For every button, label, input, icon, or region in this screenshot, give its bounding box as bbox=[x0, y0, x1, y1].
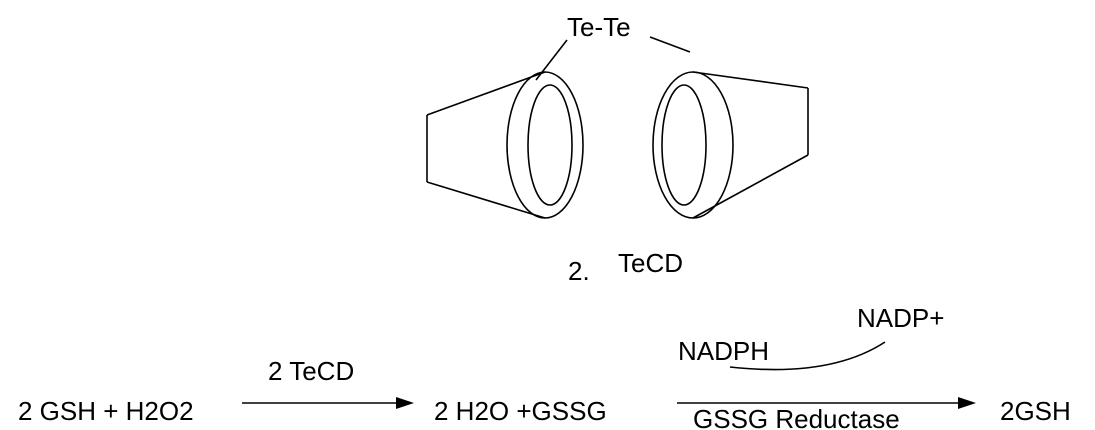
reaction-arrow-2 bbox=[677, 397, 976, 409]
left-ring-outer bbox=[506, 71, 584, 219]
final-product: 2GSH bbox=[1000, 396, 1071, 426]
cofactor-curve bbox=[729, 341, 886, 371]
enzyme-label: GSSG Reductase bbox=[693, 404, 900, 430]
right-cyclodextrin bbox=[652, 71, 809, 219]
products: 2 H2O +GSSG bbox=[434, 396, 607, 426]
catalyst-label: 2 TeCD bbox=[268, 356, 354, 386]
left-cyclodextrin bbox=[426, 71, 584, 219]
reactants: 2 GSH + H2O2 bbox=[18, 396, 194, 426]
reaction-arrow-1 bbox=[242, 397, 414, 409]
te-bond-left bbox=[535, 39, 568, 81]
left-ring-inner bbox=[527, 84, 573, 206]
cofactor-out: NADP+ bbox=[857, 303, 944, 333]
te-te-label: Te-Te bbox=[567, 12, 631, 42]
compound-name: TeCD bbox=[618, 248, 683, 278]
right-ring-outer bbox=[652, 71, 734, 219]
compound-number: 2. bbox=[568, 256, 590, 286]
cofactor-in: NADPH bbox=[678, 336, 769, 366]
right-ring-inner bbox=[661, 84, 707, 206]
te-bond-right bbox=[649, 36, 691, 53]
